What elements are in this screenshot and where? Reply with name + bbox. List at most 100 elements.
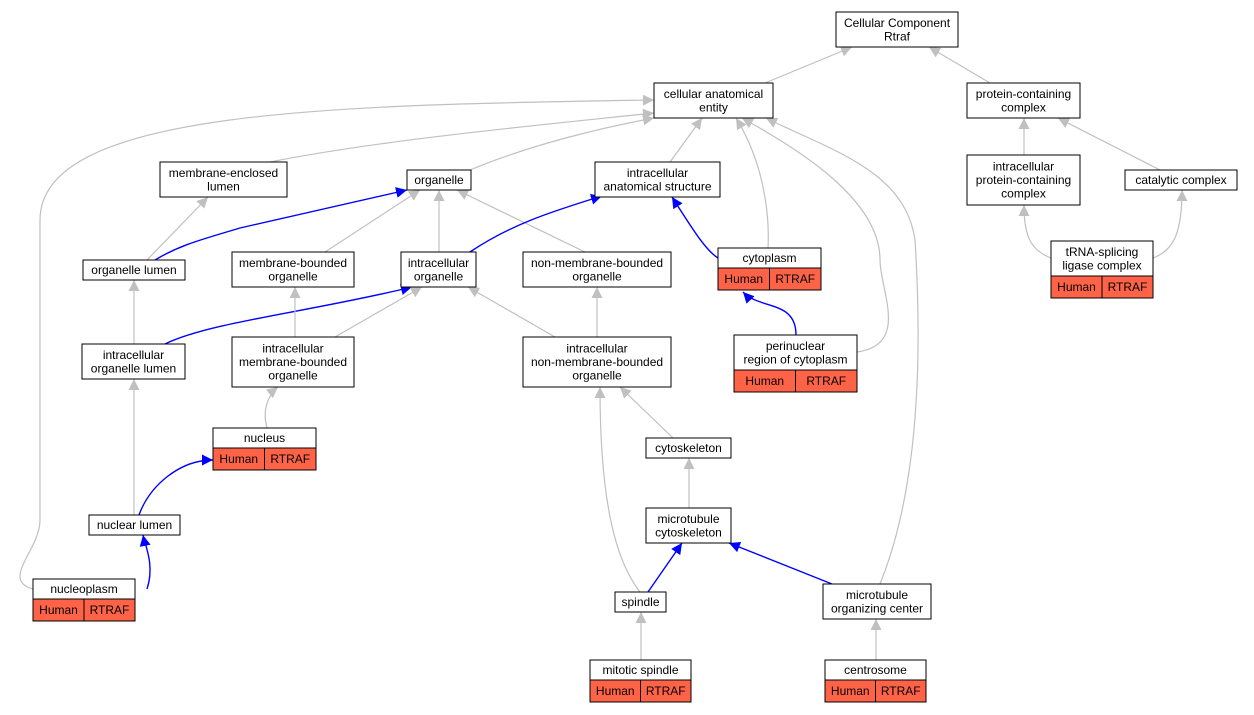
node-label-line: ligase complex — [1062, 258, 1141, 272]
node-label-line: catalytic complex — [1135, 173, 1226, 187]
node-csk[interactable]: cytoskeleton — [645, 437, 732, 459]
node-box — [231, 251, 355, 288]
node-box — [645, 507, 732, 544]
node-box — [522, 251, 672, 288]
gene-badge-label: RTRAF — [806, 374, 846, 388]
edge-orgl-is-a-mel — [146, 196, 209, 261]
node-label-line: organelle — [268, 269, 318, 283]
edge-pcc-is-a-root — [928, 46, 991, 84]
node-box — [966, 82, 1081, 119]
edge-ias-is-a-cae — [669, 117, 703, 163]
node-label-line: non-membrane-bounded — [531, 355, 663, 369]
edge-np-is-a-cae — [19, 94, 655, 590]
edge-nl-part-of-nuc — [138, 454, 214, 516]
node-label-line: nuclear lumen — [97, 518, 172, 532]
gene-badge-label: RTRAF — [90, 603, 130, 617]
gene-badge-label: RTRAF — [881, 684, 921, 698]
species-badge-label: Human — [596, 684, 635, 698]
edge-spi-is-a-inmbo — [594, 386, 641, 593]
node-label-line: entity — [699, 100, 728, 114]
node-label-line: protein-containing — [976, 87, 1071, 101]
species-badge-label: Human — [219, 452, 258, 466]
node-box — [88, 514, 181, 536]
gene-badge-label: RTRAF — [775, 272, 815, 286]
node-label-line: intracellular — [627, 166, 688, 180]
species-badge-label: Human — [745, 374, 784, 388]
node-label-line: non-membrane-bounded — [531, 256, 663, 270]
node-label-line: organelle — [414, 173, 464, 187]
node-box — [159, 161, 288, 198]
node-label-line: complex — [1001, 187, 1046, 201]
node-box — [81, 343, 186, 380]
node-label-line: cytoskeleton — [655, 525, 722, 539]
edge-trna-is-a-ipcc — [1018, 204, 1052, 259]
node-label-line: nucleoplasm — [50, 582, 117, 596]
gene-badge — [640, 679, 692, 703]
node-label-line: organelle lumen — [91, 361, 176, 375]
node-label-line: intracellular — [103, 348, 164, 362]
edge-cyto-is-a-cae — [735, 117, 769, 249]
node-label-line: region of cytoplasm — [743, 352, 847, 366]
node-inmbo[interactable]: intracellularnon-membrane-boundedorganel… — [522, 336, 672, 388]
gene-badge — [875, 679, 927, 703]
species-badge-label: Human — [831, 684, 870, 698]
species-badge-label: Human — [1057, 280, 1096, 294]
node-label-line: complex — [1001, 100, 1046, 114]
node-box — [594, 161, 721, 198]
node-box — [400, 251, 477, 288]
node-spi[interactable]: spindle — [614, 591, 667, 613]
node-box — [1124, 169, 1238, 191]
node-label-line: cytoskeleton — [655, 441, 722, 455]
node-label-line: Rtraf — [884, 29, 911, 43]
node-box — [966, 154, 1081, 206]
edge-org-is-a-cae — [469, 114, 655, 171]
species-badge-label: Human — [39, 603, 78, 617]
gene-badge-label: RTRAF — [1108, 280, 1148, 294]
node-box — [522, 336, 672, 388]
node-label-line: intracellular — [408, 256, 469, 270]
node-org[interactable]: organelle — [406, 169, 472, 191]
node-orgl[interactable]: organelle lumen — [82, 259, 186, 281]
node-label-line: intracellular — [566, 342, 627, 356]
gene-badge — [83, 598, 136, 622]
node-label-line: organizing center — [831, 601, 923, 615]
node-cat[interactable]: catalytic complex — [1124, 169, 1238, 191]
gene-badge — [1101, 275, 1154, 299]
node-label-line: intracellular — [993, 160, 1054, 174]
node-label-line: Cellular Component — [844, 16, 951, 30]
node-label-line: organelle — [572, 369, 622, 383]
gene-badge — [795, 369, 858, 393]
node-label-line: microtubule — [657, 512, 719, 526]
gene-badge-label: RTRAF — [646, 684, 686, 698]
node-nl[interactable]: nuclear lumen — [88, 514, 181, 536]
edge-cae-is-a-root — [764, 46, 853, 84]
edge-trna-is-a-cat — [1152, 189, 1188, 259]
node-box — [645, 437, 732, 459]
edge-nuc-is-a-imbo — [264, 386, 279, 429]
node-box — [82, 259, 186, 281]
node-label-line: centrosome — [844, 663, 907, 677]
edge-spi-part-of-mtc — [647, 542, 683, 593]
